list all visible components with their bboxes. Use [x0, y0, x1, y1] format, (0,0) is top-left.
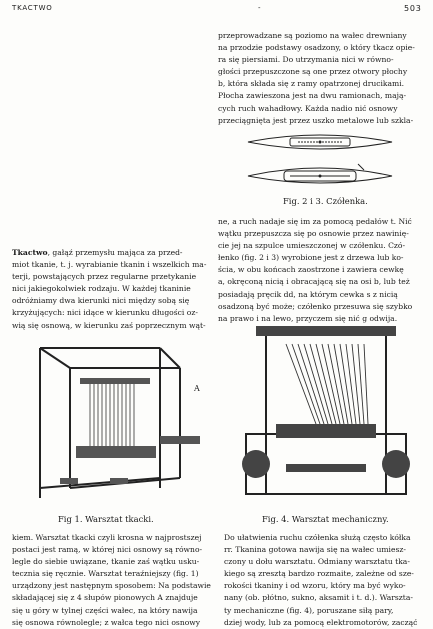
text-line: rokości tkaniny i od wzoru, który ma być… — [224, 581, 406, 591]
text-line: składającej się z 4 słupów pionowych A z… — [12, 593, 198, 603]
text-line: legle do siebie uwiązane, tkanie zaś wąt… — [12, 557, 200, 567]
text-line: cych ruch wahadłowy. Każda nadio nić osn… — [218, 103, 398, 113]
text-line: nany (ob. płótno, sukno, aksamit i t. d.… — [224, 593, 413, 603]
fig4-caption: Fig. 4. Warsztat mechaniczny. — [262, 514, 389, 524]
text-line: a, okręconą nicią i obracającą się na os… — [218, 277, 410, 287]
hand-loom-figure — [39, 347, 200, 498]
text-line: miot tkanie, t. j. wyrabianie tkanin i w… — [12, 260, 207, 270]
text-line: wątku przepuszcza się po osnowie przez n… — [218, 229, 409, 239]
left-column-bottom-text: kiem. Warsztat tkacki czyli krosna w naj… — [12, 532, 216, 629]
left-column-top-text: Tkactwo, gałąź przemysłu mająca za przed… — [12, 247, 216, 332]
text-line: kiego są zresztą bardzo rozmaite, zależn… — [224, 569, 414, 579]
fig1-caption: Fig 1. Warsztat tkacki. — [58, 514, 154, 524]
header-title: TKACTWO — [12, 4, 53, 12]
text-line: kiem. Warsztat tkacki czyli krosna w naj… — [12, 533, 202, 542]
header-dash: - — [258, 4, 262, 12]
text-line: posiadają pręcik dd, na którym cewka s z… — [218, 289, 398, 299]
text-line-rest: , gałąź przemysłu mająca za przed- — [47, 248, 183, 257]
text-line: Tkactwo, gałąź przemysłu mająca za przed… — [12, 247, 216, 259]
text-line: krzyżujących: nici idące w kierunku dług… — [12, 308, 198, 318]
text-line: b, która składa się z ramy opatrzonej dr… — [218, 79, 405, 89]
shuttle-figure — [247, 134, 393, 184]
mechanical-loom-figure — [242, 326, 410, 495]
text-line: nici jakiegokolwiek rodzaju. W każdej tk… — [12, 284, 191, 294]
text-line: czony u dołu warsztatu. Odmiany warsztat… — [224, 557, 410, 567]
text-line: ty mechaniczne (fig. 4), poruszane siłą … — [224, 605, 394, 615]
text-line: na prawo i na lewo, przyczem się nić g o… — [218, 313, 398, 323]
text-line: Do ułatwienia ruchu czółenka służą częst… — [224, 533, 411, 542]
text-line: tecznia się ręcznie. Warsztat teraźniejs… — [12, 569, 199, 579]
text-line: terji, powstających przez regularne prze… — [12, 272, 197, 282]
text-line: ne, a ruch nadaje się im za pomocą pedał… — [218, 217, 412, 226]
text-line: rr. Tkanina gotowa nawija się na wałec u… — [224, 545, 406, 555]
text-line: postaci jest ramą, w której nici osnowy … — [12, 545, 203, 555]
text-line: ra się piersiami. Do utrzymania nici w r… — [218, 55, 394, 65]
right-column-middle-text: ne, a ruch nadaje się im za pomocą pedał… — [218, 216, 424, 325]
right-column-top-text: przeprowadzane są poziomo na wałec drewn… — [218, 30, 424, 127]
text-line: ścia, w obu końcach zaostrzone i zawiera… — [218, 265, 404, 275]
text-line: przeciągnięta jest przez uszko metalowe … — [218, 115, 414, 125]
text-line: Płocha zawieszona jest na dwu ramionach,… — [218, 91, 407, 101]
text-line: odróżniamy dwa kierunki nici między sobą… — [12, 296, 190, 306]
text-line: dziej wody, lub za pomocą elektromotorów… — [224, 617, 418, 627]
text-line: urządzony jest następnym sposobem: Na po… — [12, 581, 211, 591]
right-column-bottom-text: Do ułatwienia ruchu czółenka służą częst… — [224, 532, 424, 629]
text-line: się osnowa równolegle; z wałca tego nici… — [12, 617, 201, 627]
fig23-caption: Fig. 2 i 3. Czółenka. — [283, 196, 368, 206]
page-number: 503 — [404, 4, 422, 13]
text-line: na przodzie podstawy osadzony, o który t… — [218, 43, 415, 53]
text-line: głości przepuszczone są one przez otwory… — [218, 67, 408, 77]
fig1-letter-a: A — [194, 384, 200, 393]
entry-headword: Tkactwo — [12, 248, 48, 257]
text-line: się u góry w tylnej części wałec, na któ… — [12, 605, 198, 615]
text-line: osadzoną być może; czółenko przesuwa się… — [218, 301, 413, 311]
text-line: cie jej na szpulce umieszczonej w czółen… — [218, 241, 406, 251]
text-line: przeprowadzane są poziomo na wałec drewn… — [218, 31, 407, 40]
text-line: wią się osnową, w kierunku zaś poprzeczn… — [12, 320, 206, 330]
text-line: łenko (fig. 2 i 3) wyrobione jest z drze… — [218, 253, 404, 263]
